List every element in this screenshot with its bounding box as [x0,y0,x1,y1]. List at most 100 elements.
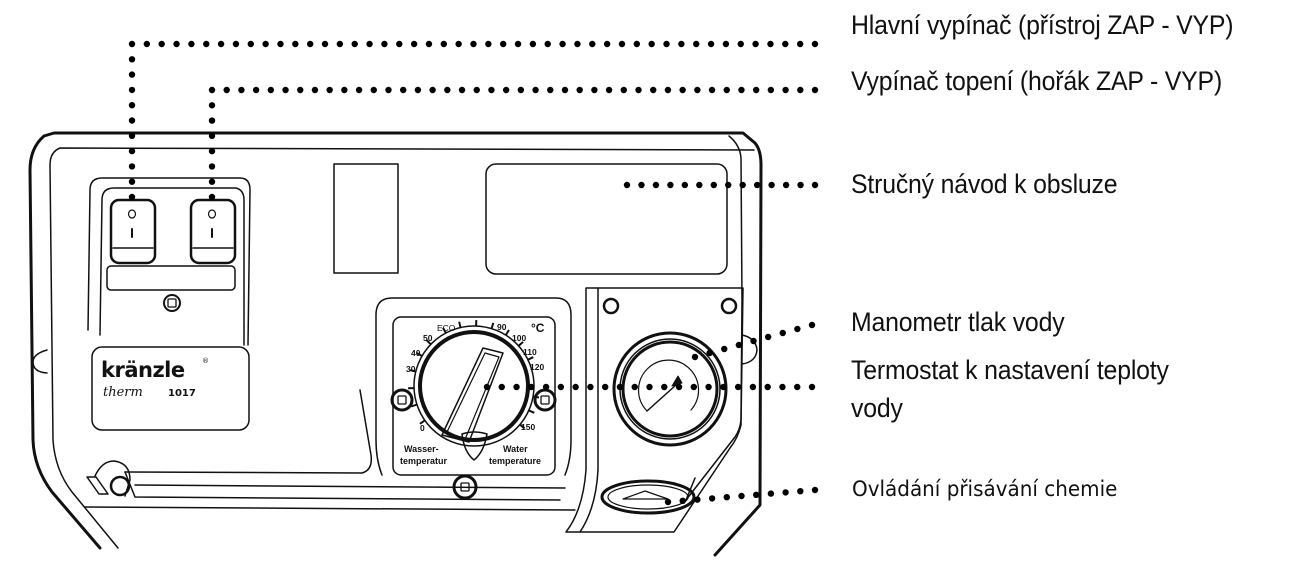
housing-groove [124,389,373,474]
dial-tick [416,352,423,357]
leader-main-switch-dot [425,40,433,48]
leader-thermostat-dot [542,383,550,391]
dial-label-30: 30 [406,364,416,374]
leader-thermostat-dot [720,383,727,391]
housing-inner [49,147,755,549]
leader-main-switch-dot [128,86,136,94]
leader-heating-switch-dot [208,193,216,201]
callout-thermostat-line2: vody [851,393,903,423]
leader-main-switch-dot [589,40,596,48]
leader-main-switch-dot [217,40,225,48]
dial-label-en-1: Water [503,444,528,454]
thermostat-knob[interactable] [418,330,530,442]
leader-thermostat-dot [749,383,757,391]
leader-main-switch-dot [648,40,655,48]
leader-main-switch-dot [321,40,329,48]
leader-main-switch-dot [128,147,136,155]
thermostat-screw-bottom-head [460,482,470,492]
leader-main-switch-dot [693,40,700,48]
leader-chemical-intake-dot [694,496,701,503]
bottom-left-slot [86,476,109,495]
leader-main-switch-dot [618,40,626,48]
chemical-intake-knob-inner [607,484,689,510]
leader-heating-switch-dot [752,86,760,94]
leader-main-switch-dot [247,40,254,48]
leader-thermostat-dot [557,383,565,391]
leader-pressure-gauge-dot [794,325,801,333]
switch-label-plate [106,265,236,291]
dial-tick [504,329,510,336]
leader-quick-guide-dot [725,181,732,189]
leader-heating-switch-dot [679,86,686,94]
leader-main-switch-dot [811,40,819,48]
leader-heating-switch-dot [208,102,216,109]
dial-label-en-2: temperature [489,456,541,466]
leader-pressure-gauge-dot [691,353,699,361]
leader-pressure-gauge-dot [808,321,816,329]
leader-main-switch-dot [143,40,151,48]
housing-outer [28,131,763,557]
dial-tick [527,356,534,361]
callout-main-switch: Hlavní vypínač (přístroj ZAP - VYP) [851,10,1234,40]
callout-pressure-gauge: Manometr tlak vody [851,307,1065,337]
leader-main-switch-dot [796,40,804,48]
dial-label-0: 0 [420,423,425,433]
leader-main-switch-dot [277,40,284,48]
leader-quick-guide-dot [768,181,775,189]
leader-quick-guide-dot [652,181,660,189]
leader-heating-switch-dot [208,86,216,94]
leader-pressure-gauge-dot [764,333,772,341]
callout-heating-switch: Vypínač topení (hořák ZAP - VYP) [851,66,1223,96]
leader-main-switch-dot [306,40,314,48]
leader-heating-switch-dot [208,132,216,140]
chemical-intake-knob[interactable] [600,479,696,515]
leader-thermostat-dot [808,383,816,391]
leader-main-switch-dot [455,40,462,48]
pressure-gauge-face [621,340,719,438]
leader-main-switch-dot [158,40,165,48]
brand-name: kränzle [101,358,185,382]
housing-rail-2 [134,484,566,489]
leader-chemical-intake-dot [723,494,730,501]
dial-label-40: 40 [411,348,421,358]
thermostat-knob-grip-inner [446,352,500,438]
leader-main-switch-dot [128,193,136,201]
leader-heating-switch-dot [267,86,275,94]
dial-tick [532,395,540,399]
leader-chemical-intake-dot [753,491,760,498]
thermostat-knob-grip [441,347,504,443]
leader-thermostat-dot [498,383,505,391]
thermostat-scale-labels: ECO 50 40 30 0 90 100 110 120 150 °C Was… [400,321,545,466]
leader-heating-switch-dot [311,86,319,94]
quick-guide-panel[interactable] [485,163,728,275]
leader-chemical-intake-dot [664,498,672,506]
leader-heating-switch-dot [635,86,642,94]
leader-main-switch-dot [262,40,269,48]
heating-switch-off-symbol [207,209,217,219]
leader-pressure-gauge-dot [721,345,728,353]
brand-registered-mark: ® [202,357,209,365]
leader-main-switch-dot [752,40,759,48]
switch-housing-outer [87,177,251,346]
leader-main-switch-dot [128,102,136,109]
leader-heating-switch-dot [782,86,789,94]
leader-heating-switch-dot [738,86,745,94]
leader-main-switch-dot [485,40,492,48]
dial-label-de-2: temperatur [400,456,448,466]
main-switch-off-symbol [127,209,137,219]
dial-tick [458,321,462,328]
pressure-gauge [612,331,728,447]
housing-inner-right [685,135,743,501]
thermostat-pointer [461,431,488,461]
leader-thermostat-dot [483,383,491,391]
leader-heating-switch-dot [370,86,377,94]
leader-quick-guide-dot [638,181,645,189]
leader-main-switch-dot [440,40,448,48]
leader-heating-switch-dot [341,86,348,94]
leader-thermostat-dot [734,383,742,391]
dial-label-50: 50 [423,333,433,343]
dial-tick [528,409,535,414]
leader-heating-switch-dot [355,86,363,94]
thermostat-screw-bottom [452,474,478,500]
